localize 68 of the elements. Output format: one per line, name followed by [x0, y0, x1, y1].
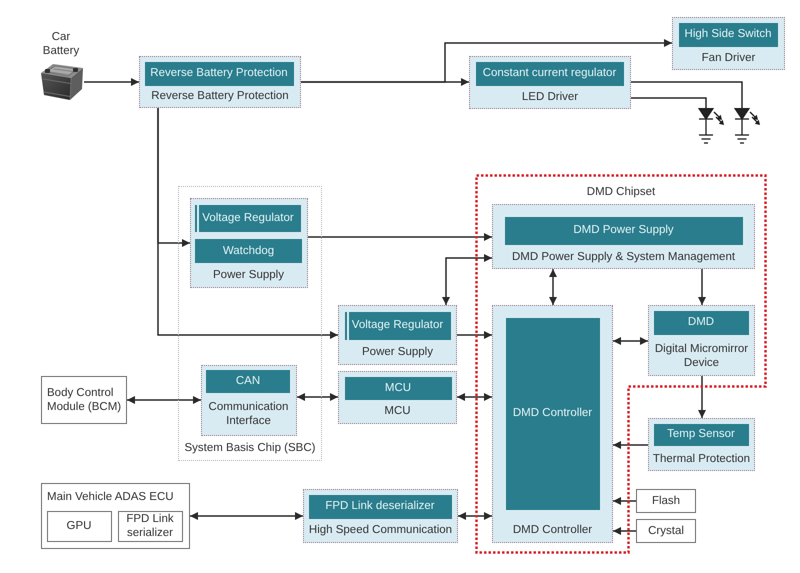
component-box: MCU	[344, 376, 452, 400]
module-label: DMD Controller	[512, 522, 594, 536]
module-panel	[338, 371, 457, 424]
component-box: Voltage Regulator	[195, 205, 301, 232]
arrow	[458, 512, 492, 520]
arrow	[549, 269, 557, 305]
component-box: Watchdog	[195, 239, 302, 263]
arrow	[157, 108, 338, 339]
component-box: Constant current regulator	[476, 62, 624, 86]
module-panel	[200, 364, 296, 436]
arrow	[442, 254, 492, 305]
arrow	[190, 512, 303, 520]
module-panel	[672, 17, 785, 70]
group-title: DMD Chipset	[586, 185, 656, 199]
module-label: Power Supply	[212, 268, 285, 282]
component-box: DMD Power Supply	[504, 216, 742, 244]
component-box: CAN	[206, 370, 290, 393]
outlined-frame	[41, 483, 190, 549]
module-panel	[303, 489, 458, 543]
arrow	[297, 393, 338, 401]
arrow	[613, 441, 648, 449]
module-panel	[139, 56, 301, 108]
component-box: Reverse Battery Protection	[144, 62, 294, 86]
connector-line	[631, 97, 707, 108]
arrow	[698, 269, 706, 305]
outlined-box: Flash	[636, 489, 696, 513]
module-panel	[190, 198, 308, 288]
module-label: High Speed Communication	[308, 522, 454, 536]
arrow	[613, 497, 636, 505]
module-label: MCU	[383, 404, 412, 418]
component-box: Temp Sensor	[654, 424, 748, 446]
connector-line	[631, 81, 743, 108]
module-panel	[648, 305, 755, 376]
group-title: System Basis Chip (SBC)	[183, 440, 316, 454]
module-panel	[492, 305, 613, 543]
outlined-box: GPU	[46, 510, 112, 542]
component-box: DMD Controller	[506, 318, 600, 510]
module-label: LED Driver	[520, 90, 580, 104]
module-label: Fan Driver	[700, 50, 756, 64]
arrow	[613, 527, 636, 535]
module-label: DMD Power Supply & System Management	[510, 250, 736, 264]
module-label: Thermal Protection	[652, 452, 752, 466]
module-panel	[492, 204, 755, 269]
icon-caption: Car Battery	[42, 30, 80, 58]
arrow	[613, 337, 648, 345]
frame-title: Main Vehicle ADAS ECU	[47, 490, 175, 504]
component-box: DMD	[654, 310, 748, 334]
arrow	[457, 331, 492, 339]
dotted-group-frame	[178, 186, 322, 461]
module-panel	[648, 418, 755, 471]
arrow	[457, 393, 492, 401]
module-label: Power Supply	[361, 344, 434, 358]
component-box: FPD Link deserializer	[308, 494, 452, 518]
arrow	[308, 233, 492, 241]
component-box: High Side Switch	[678, 22, 778, 46]
arrow	[698, 376, 706, 418]
module-panel	[338, 305, 457, 365]
arrow	[84, 78, 139, 86]
outlined-box: FPD Link serializer	[118, 510, 182, 542]
outlined-box: Body Control Module (BCM)	[41, 376, 127, 424]
module-label: Communication Interface	[208, 400, 290, 428]
module-label: Digital Micromirror Device	[654, 342, 750, 370]
arrow	[301, 78, 469, 86]
module-label: Reverse Battery Protection	[150, 88, 290, 102]
outlined-box: Crystal	[636, 519, 696, 543]
arrow	[127, 396, 201, 404]
module-panel	[469, 56, 631, 109]
component-box: Voltage Regulator	[344, 312, 450, 340]
